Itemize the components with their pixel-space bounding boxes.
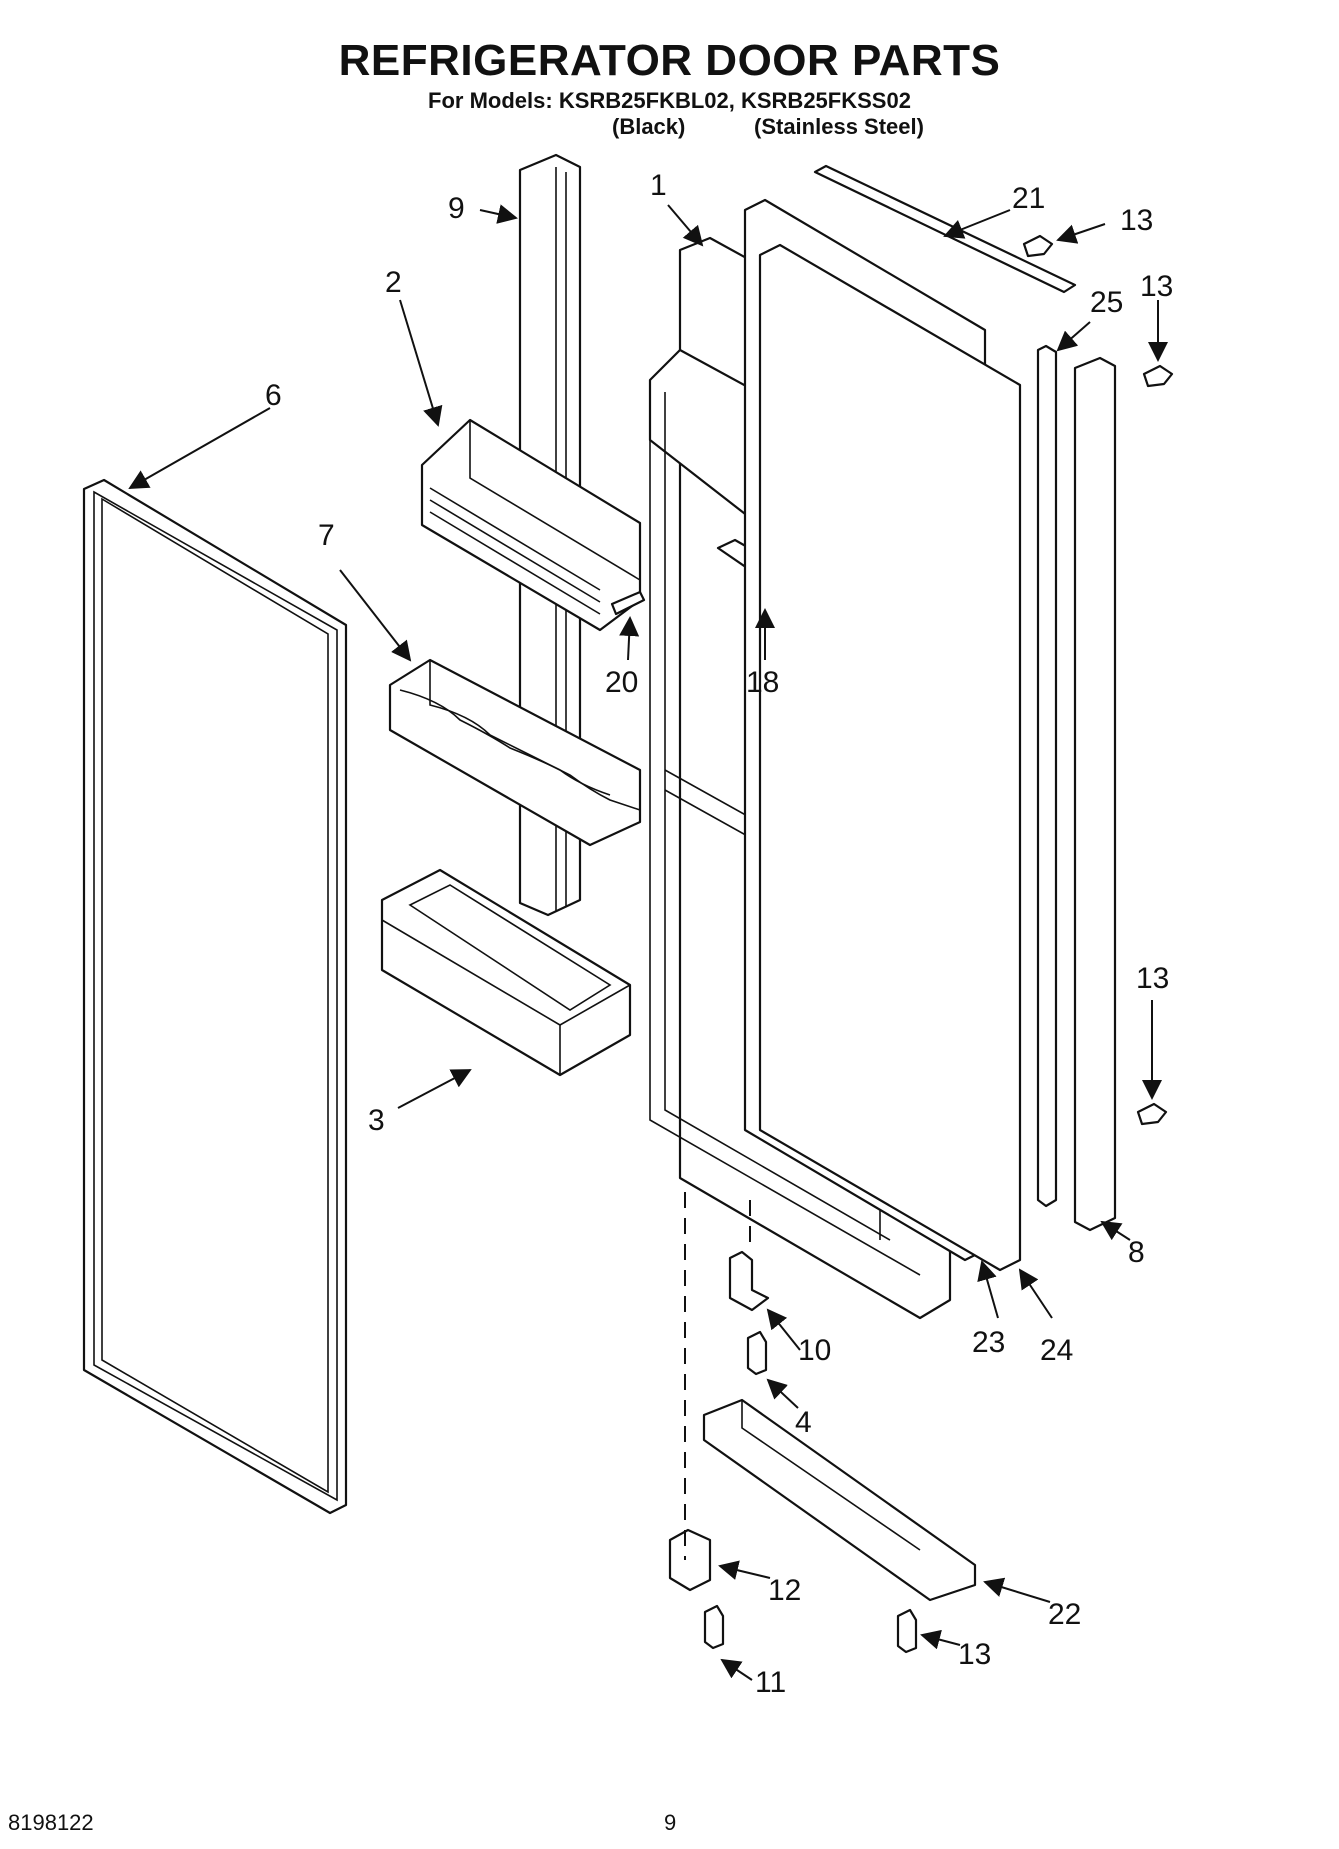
- callout-7: 7: [318, 519, 335, 552]
- callout-21: 21: [1012, 182, 1045, 215]
- callout-25: 25: [1090, 286, 1123, 319]
- callout-10: 10: [798, 1334, 831, 1367]
- variant-steel-label: (Stainless Steel): [754, 114, 924, 139]
- models-line: For Models: KSRB25FKBL02, KSRB25FKSS02: [428, 88, 911, 113]
- page-number: 9: [664, 1810, 677, 1835]
- callout-11: 11: [755, 1666, 786, 1699]
- part-13-screw-bottom: [896, 1608, 918, 1654]
- document-number: 8198122: [8, 1810, 94, 1835]
- part-22-bottom-bracket: [702, 1398, 977, 1602]
- callout-24: 24: [1040, 1334, 1073, 1367]
- callout-13-bottom: 13: [958, 1638, 991, 1671]
- part-3-door-bin: [380, 868, 632, 1077]
- callout-22: 22: [1048, 1598, 1081, 1631]
- page-title: REFRIGERATOR DOOR PARTS: [338, 36, 1001, 85]
- part-24-outer-panel: [758, 243, 1022, 1272]
- part-20-pin: [610, 590, 646, 616]
- callout-13-top: 13: [1120, 204, 1153, 237]
- callout-13-right-lower: 13: [1136, 962, 1169, 995]
- callout-6: 6: [265, 379, 282, 412]
- callout-2: 2: [385, 266, 402, 299]
- callout-18: 18: [746, 666, 779, 699]
- part-10-hinge-pin: [728, 1250, 770, 1312]
- part-12-hinge-bracket: [668, 1528, 712, 1592]
- part-13-screw-top: [1022, 234, 1054, 258]
- callout-9: 9: [448, 192, 465, 225]
- part-7-wavy-shelf: [388, 658, 642, 847]
- part-25-side-strip: [1036, 344, 1058, 1208]
- callout-13-right-upper: 13: [1140, 270, 1173, 303]
- part-6-door-gasket: [82, 478, 348, 1515]
- part-4-screw: [746, 1330, 768, 1376]
- leader-lines: [128, 204, 1168, 1681]
- callout-23: 23: [972, 1326, 1005, 1359]
- callout-20: 20: [605, 666, 638, 699]
- callout-12: 12: [768, 1574, 801, 1607]
- callout-1: 1: [650, 169, 667, 202]
- part-13-screw-right-lower: [1136, 1102, 1168, 1126]
- callout-8: 8: [1128, 1236, 1145, 1269]
- callout-3: 3: [368, 1104, 385, 1137]
- part-11-screw: [703, 1604, 725, 1650]
- part-13-screw-right-upper: [1142, 364, 1174, 388]
- variant-black-label: (Black): [612, 114, 686, 139]
- callout-4: 4: [795, 1406, 812, 1439]
- part-8-side-trim: [1073, 356, 1117, 1232]
